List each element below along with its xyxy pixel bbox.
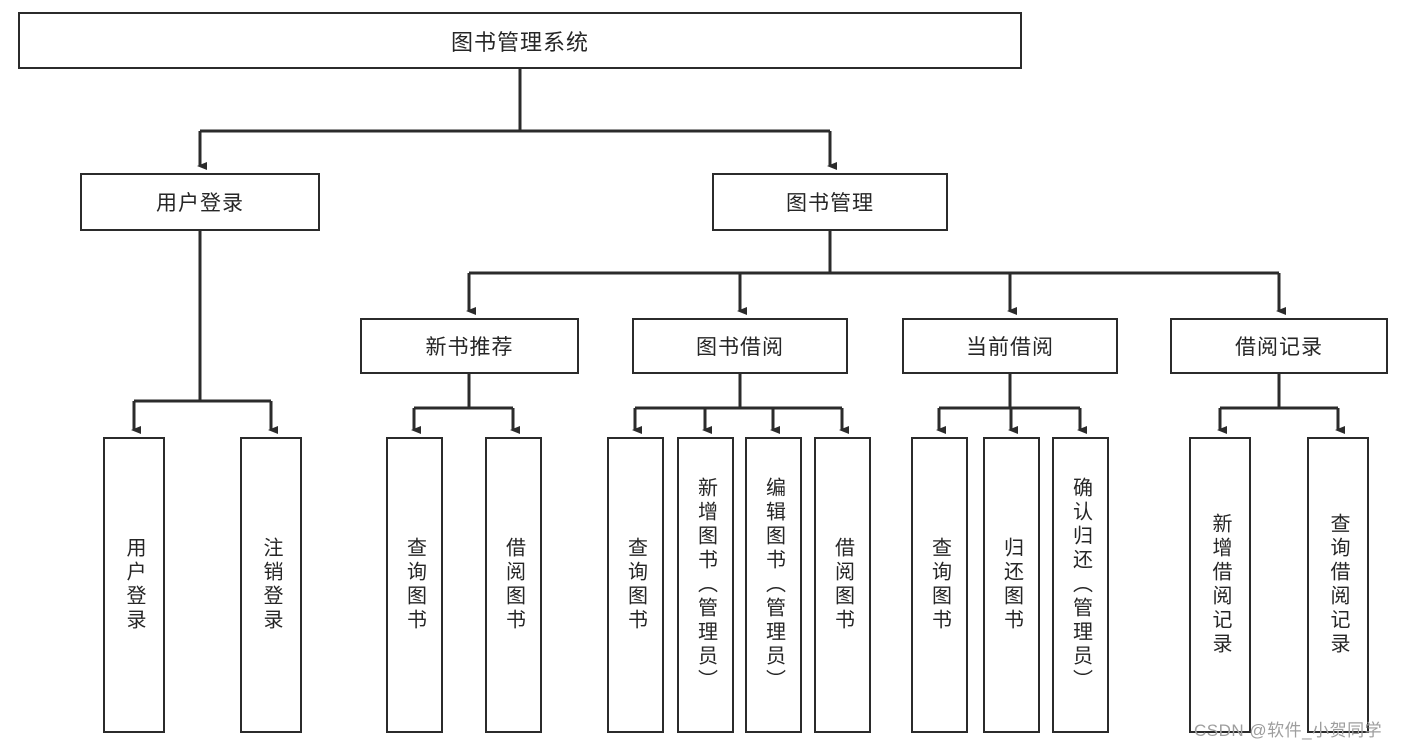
csdn-watermark: CSDN @软件_小贺同学 [1194, 721, 1383, 740]
leaf-borrow-book-recommend[interactable]: 借阅图书 [485, 437, 542, 733]
leaf-add-book-admin[interactable]: 新增图书（管理员） [677, 437, 734, 733]
leaf-add-borrow-record[interactable]: 新增借阅记录 [1189, 437, 1251, 733]
node-root[interactable]: 图书管理系统 [18, 12, 1022, 69]
leaf-query-book-borrow[interactable]: 查询图书 [607, 437, 664, 733]
node-root-label: 图书管理系统 [450, 29, 589, 55]
leaf-confirm-return-admin-label: 确认归还（管理员） [1069, 477, 1092, 693]
leaf-borrow-book-recommend-label: 借阅图书 [502, 537, 525, 633]
leaf-query-book-recommend[interactable]: 查询图书 [386, 437, 443, 733]
leaf-add-book-admin-label: 新增图书（管理员） [694, 477, 717, 693]
node-current-borrow[interactable]: 当前借阅 [902, 318, 1118, 374]
leaf-query-book-recommend-label: 查询图书 [403, 537, 426, 633]
node-current-borrow-label: 当前借阅 [966, 336, 1054, 359]
node-user-login-label: 用户登录 [156, 192, 244, 215]
leaf-edit-book-admin[interactable]: 编辑图书（管理员） [745, 437, 802, 733]
leaf-query-borrow-record-label: 查询借阅记录 [1327, 513, 1349, 657]
node-user-login[interactable]: 用户登录 [80, 173, 320, 231]
leaf-user-login-label: 用户登录 [123, 537, 145, 633]
leaf-return-book-label: 归还图书 [1000, 537, 1023, 633]
leaf-logout[interactable]: 注销登录 [240, 437, 302, 733]
node-new-book-recommend[interactable]: 新书推荐 [360, 318, 579, 374]
node-book-borrow[interactable]: 图书借阅 [632, 318, 848, 374]
leaf-borrow-book-label: 借阅图书 [831, 537, 854, 633]
leaf-query-borrow-record[interactable]: 查询借阅记录 [1307, 437, 1369, 733]
leaf-query-book-current-label: 查询图书 [928, 537, 951, 633]
leaf-return-book[interactable]: 归还图书 [983, 437, 1040, 733]
leaf-edit-book-admin-label: 编辑图书（管理员） [762, 477, 785, 693]
leaf-add-borrow-record-label: 新增借阅记录 [1209, 513, 1231, 657]
node-new-book-recommend-label: 新书推荐 [425, 336, 514, 359]
node-book-management[interactable]: 图书管理 [712, 173, 948, 231]
node-book-management-label: 图书管理 [786, 192, 874, 215]
leaf-query-book-borrow-label: 查询图书 [624, 537, 647, 633]
node-book-borrow-label: 图书借阅 [696, 336, 784, 359]
node-borrow-record[interactable]: 借阅记录 [1170, 318, 1388, 374]
leaf-user-login[interactable]: 用户登录 [103, 437, 165, 733]
leaf-borrow-book[interactable]: 借阅图书 [814, 437, 871, 733]
leaf-logout-label: 注销登录 [260, 537, 282, 633]
node-borrow-record-label: 借阅记录 [1235, 336, 1323, 359]
leaf-query-book-current[interactable]: 查询图书 [911, 437, 968, 733]
leaf-confirm-return-admin[interactable]: 确认归还（管理员） [1052, 437, 1109, 733]
